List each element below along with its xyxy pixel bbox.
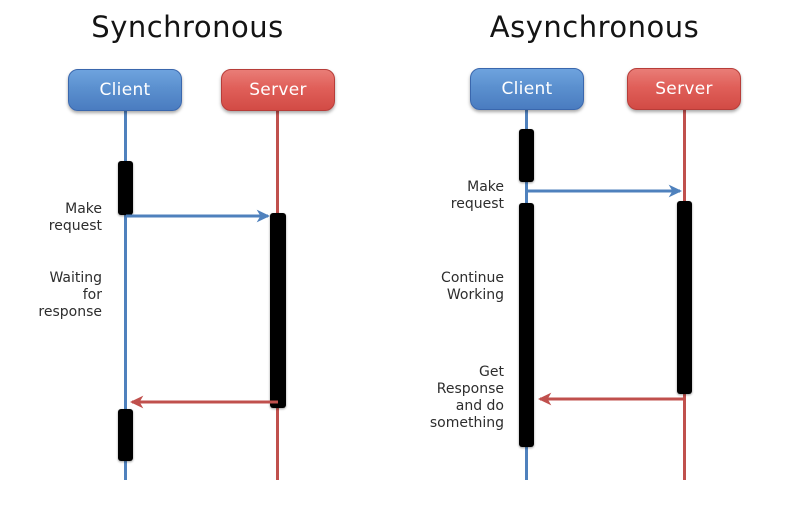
async-title: Asynchronous <box>489 10 700 44</box>
sync-server-activation <box>270 213 286 408</box>
async-server-box-label: Server <box>655 79 713 99</box>
sync-client-lifeline <box>124 111 127 480</box>
sync-title: Synchronous <box>91 10 284 44</box>
async-server-box: Server <box>627 68 741 110</box>
sync-client-box-label: Client <box>99 80 151 100</box>
sync-client-box: Client <box>68 69 182 111</box>
sync-waiting-label: Waiting for response <box>38 270 102 320</box>
sync-make-request-label: Make request <box>48 201 102 234</box>
sync-client-activation-1 <box>118 161 133 215</box>
async-client-box-label: Client <box>501 79 553 99</box>
async-client-activation-2 <box>519 203 534 447</box>
async-get-response-label: Get Response and do something <box>429 364 504 431</box>
async-server-activation <box>677 201 692 394</box>
async-continue-working-label: Continue Working <box>441 270 504 303</box>
sync-client-activation-2 <box>118 409 133 461</box>
async-make-request-label: Make request <box>450 179 504 212</box>
sync-server-box-label: Server <box>249 80 307 100</box>
async-client-activation-1 <box>519 129 534 182</box>
sync-server-box: Server <box>221 69 335 111</box>
async-client-box: Client <box>470 68 584 110</box>
